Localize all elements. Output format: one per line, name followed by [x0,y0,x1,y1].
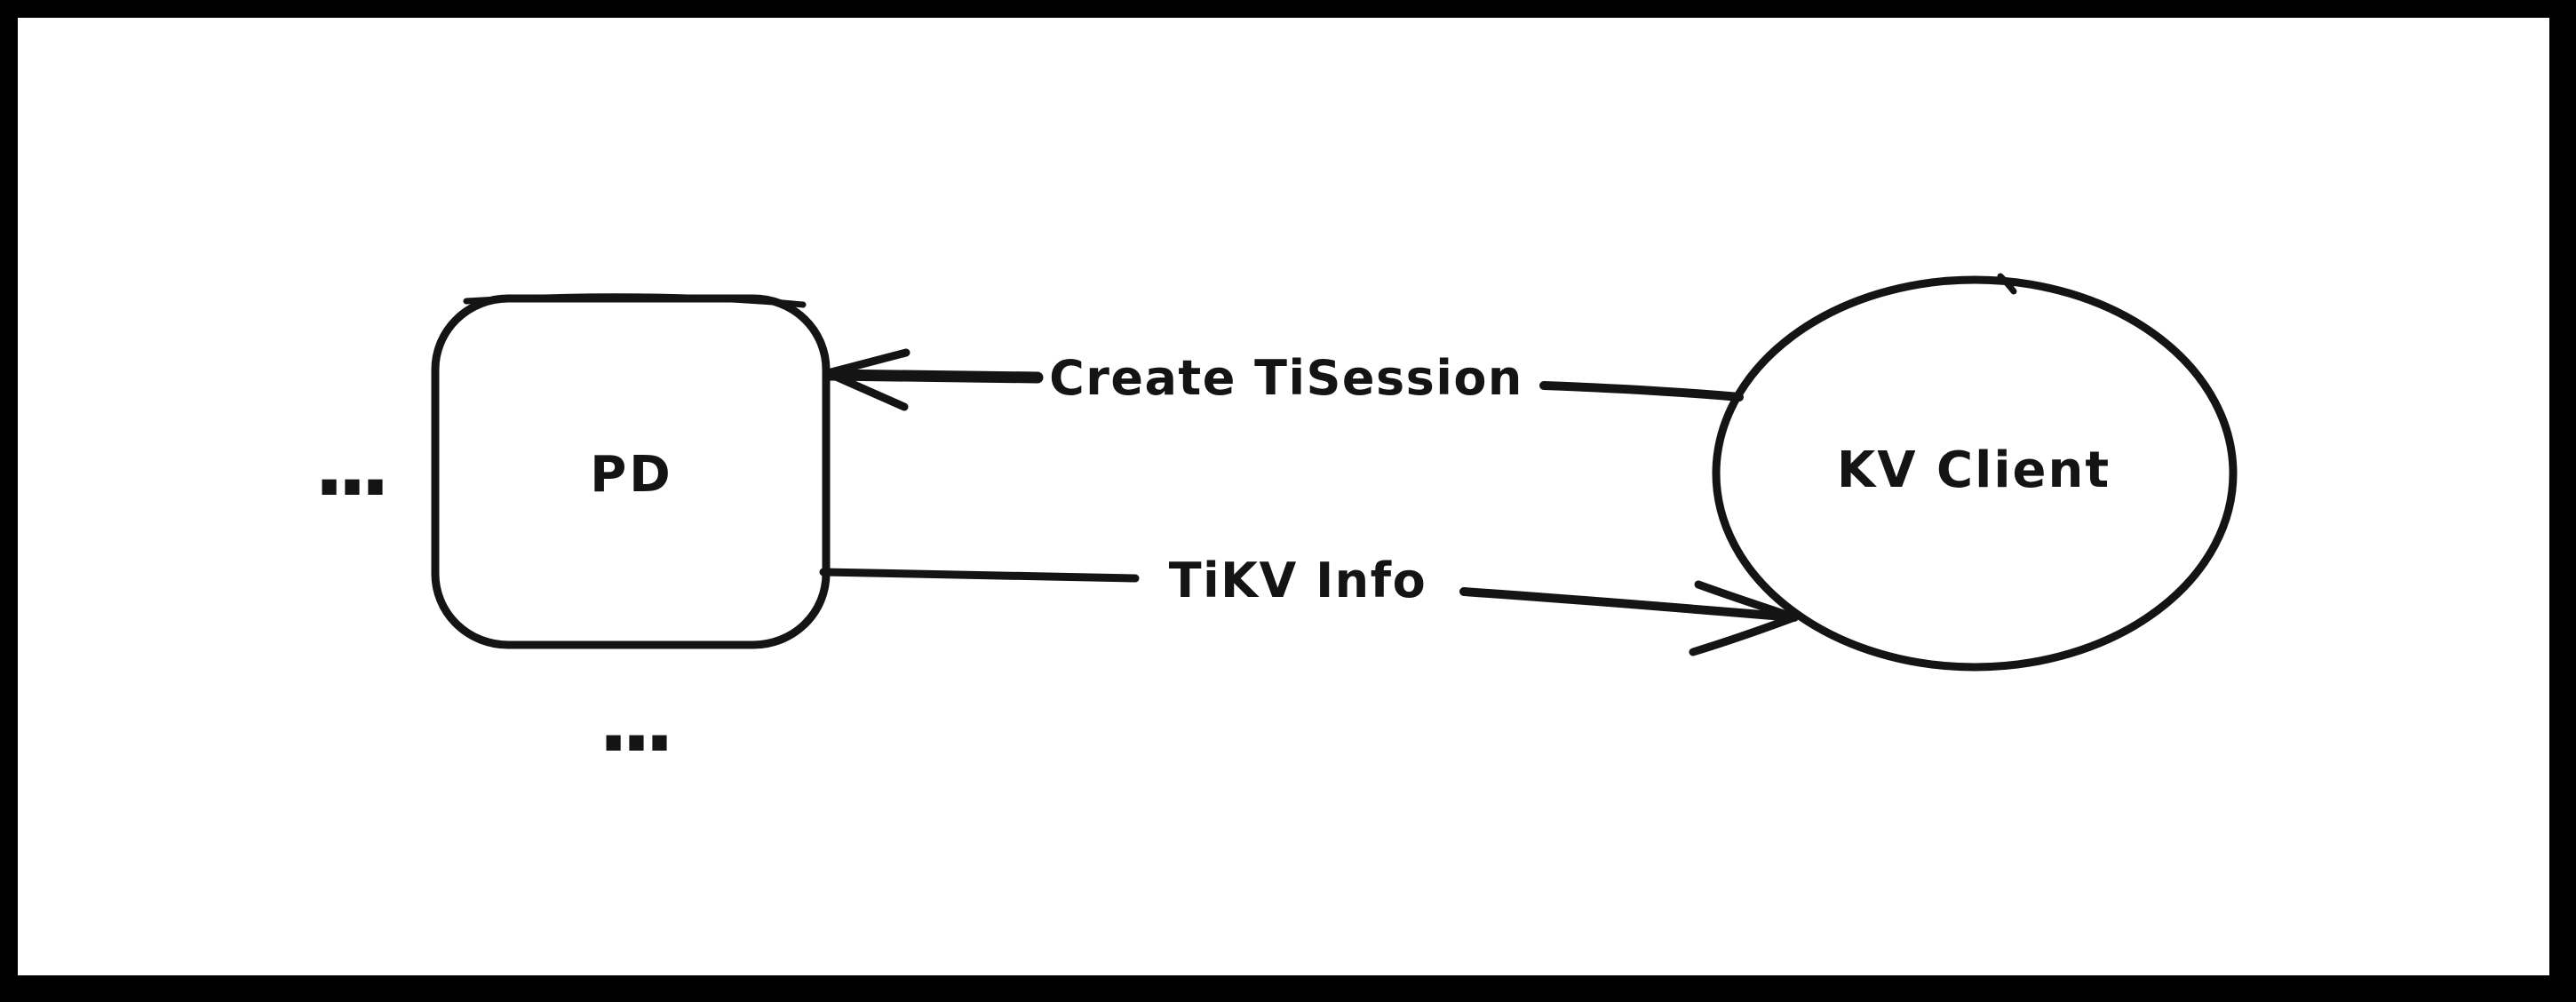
kv-client-node-sketch-stroke [1997,273,2017,295]
arrowhead-left-icon [823,348,910,411]
arrowhead-right-icon [1689,580,1799,656]
create-tisession-shaft-left [823,369,1044,384]
edge-create-tisession: Create TiSession [823,348,1744,411]
kv-client-node: KV Client [1712,273,2238,672]
pd-node-label: PD [590,446,673,504]
kv-client-node-label: KV Client [1837,441,2111,499]
kv-client-node-shape [1712,275,2238,672]
pd-node: PD [431,293,831,649]
tikv-info-label: TiKV Info [1169,553,1427,608]
pd-node-sketch-stroke [463,293,807,308]
tikv-info-shaft-right [1459,587,1799,622]
tikv-info-shaft-left [819,568,1140,583]
create-tisession-label: Create TiSession [1049,350,1523,406]
edge-tikv-info: TiKV Info [819,553,1799,656]
ellipsis-below-pd: ... [598,675,667,770]
diagram-canvas: PD KV Client Create TiSession [18,18,2549,975]
diagram-svg: PD KV Client Create TiSession [314,273,2238,770]
create-tisession-shaft-right [1539,381,1744,402]
ellipsis-left: ... [314,419,383,514]
